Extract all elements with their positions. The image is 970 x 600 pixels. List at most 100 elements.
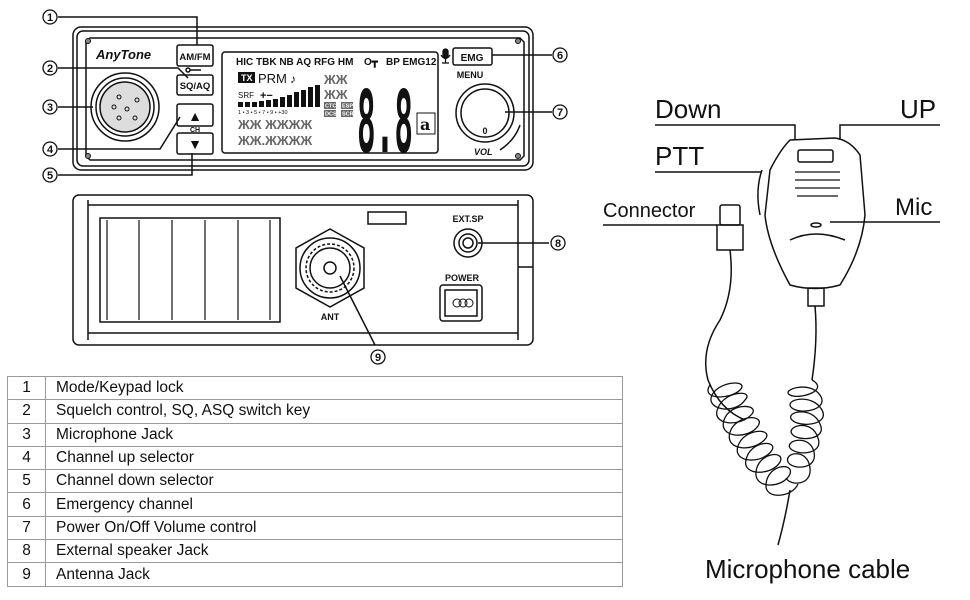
ext-sp-label: EXT.SP	[452, 214, 483, 224]
callout-1: 1	[47, 12, 53, 24]
heat-sink	[99, 217, 281, 323]
lcd-dcs: DCS	[325, 112, 337, 118]
lcd-prm: PRM	[258, 71, 287, 86]
row-description: Mode/Keypad lock	[45, 375, 623, 401]
ch-up-button[interactable]	[176, 103, 214, 127]
row-number: 1	[7, 375, 46, 401]
microphone-body	[764, 137, 866, 290]
ext-speaker-jack	[453, 228, 483, 258]
sq-aq-label: SQ/AQ	[180, 81, 211, 92]
row-description: Microphone Jack	[45, 422, 623, 447]
callout-8: 8	[555, 238, 561, 250]
label-down: Down	[655, 94, 721, 124]
mic-jack	[90, 72, 160, 142]
svg-text:ЖЖ ЖЖЖЖ: ЖЖ ЖЖЖЖ	[237, 117, 312, 132]
ant-label: ANT	[321, 312, 340, 322]
front-panel-inner	[85, 37, 525, 161]
row-number: 2	[7, 399, 46, 424]
row-number: 8	[7, 539, 46, 564]
row-number: 4	[7, 445, 46, 471]
svg-text:ЖЖ: ЖЖ	[323, 72, 348, 87]
power-switch[interactable]	[439, 284, 483, 322]
label-microphone-cable: Microphone cable	[705, 554, 910, 584]
ptt-button[interactable]	[757, 169, 763, 216]
front-panel-outer	[72, 26, 534, 171]
lcd-big-digits: 8.8	[357, 73, 413, 173]
mic-icon	[440, 48, 451, 64]
row-number: 9	[7, 562, 46, 587]
row-number: 7	[7, 515, 46, 541]
label-ptt: PTT	[655, 141, 704, 171]
rear-panel	[72, 194, 534, 346]
row-number: 6	[7, 492, 46, 517]
ch-down-button[interactable]	[176, 132, 214, 155]
lcd-top-row: HIC TBK NB AQ RFG HM	[236, 57, 353, 68]
emg-label: EMG	[461, 53, 484, 64]
ch-down-arrow-icon: ▼	[188, 136, 202, 152]
label-connector: Connector	[603, 200, 696, 222]
svg-text:ЖЖ: ЖЖ	[323, 87, 348, 102]
row-number: 5	[7, 469, 46, 494]
row-description: Channel down selector	[45, 469, 623, 494]
brand-logo: AnyTone	[95, 47, 151, 62]
lcd-key-icon: O┳	[364, 57, 379, 68]
lcd-ctc: CTC	[325, 104, 336, 110]
lcd-top-row-end: BP EMG12	[386, 57, 437, 68]
sq-aq-button[interactable]	[176, 74, 214, 96]
am-fm-label: AM/FM	[179, 52, 210, 63]
emg-button[interactable]	[452, 47, 493, 66]
callout-5: 5	[47, 170, 53, 182]
row-number: 3	[7, 422, 46, 447]
key-icon	[185, 67, 201, 73]
lcd-display	[221, 51, 439, 154]
callout-7: 7	[557, 107, 563, 119]
volume-knob[interactable]	[455, 83, 515, 143]
power-label: POWER	[445, 273, 480, 283]
row-description: Squelch control, SQ, ASQ switch key	[45, 399, 623, 424]
row-description: Emergency channel	[45, 492, 623, 517]
callout-4: 4	[47, 144, 54, 156]
svg-text:ЖЖ.ЖЖЖЖ: ЖЖ.ЖЖЖЖ	[237, 133, 312, 148]
callout-2: 2	[47, 63, 53, 75]
ch-label: CH	[190, 127, 200, 134]
knob-mark: 0	[482, 126, 487, 136]
callout-3: 3	[47, 102, 53, 114]
coiled-cable	[707, 379, 824, 496]
row-description: Channel up selector	[45, 445, 623, 471]
lcd-tx: TX	[241, 73, 253, 83]
lcd-esp: ESP	[342, 104, 353, 110]
row-description: Antenna Jack	[45, 562, 623, 587]
antenna-jack	[295, 228, 365, 308]
row-description: Power On/Off Volume control	[45, 515, 623, 541]
label-mic: Mic	[895, 194, 932, 221]
lcd-scale: 1 • 3 • 5 • 7 • 9 • +30	[238, 110, 288, 116]
vol-arc	[499, 124, 521, 151]
label-up: UP	[900, 94, 936, 124]
lcd-plus-minus: +−	[260, 90, 273, 102]
menu-label: MENU	[457, 70, 484, 80]
am-fm-button[interactable]	[176, 44, 214, 67]
connector	[719, 204, 741, 226]
lcd-signal-bars	[238, 85, 320, 107]
lcd-srf: SRF	[238, 91, 254, 100]
lcd-scr: SCR	[342, 112, 354, 118]
row-description: External speaker Jack	[45, 539, 623, 564]
lcd-music-icon: ♪	[290, 72, 296, 86]
vol-label: VOL	[474, 147, 493, 157]
ch-up-arrow-icon: ▲	[188, 108, 202, 124]
callout-6: 6	[557, 50, 563, 62]
lcd-a-symbol: a	[420, 115, 430, 134]
callout-9: 9	[375, 352, 381, 364]
